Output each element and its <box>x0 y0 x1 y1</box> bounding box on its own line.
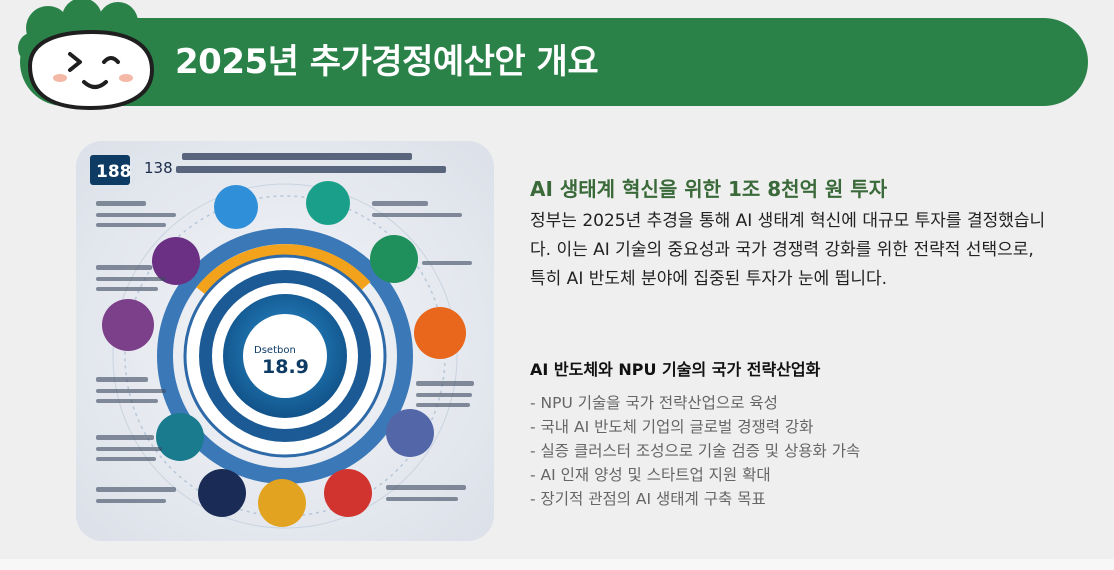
list-item: - 장기적 관점의 AI 생태계 구축 목표 <box>530 490 766 508</box>
section-body-text: 정부는 2025년 추경을 통해 AI 생태계 혁신에 대규모 투자를 결정했습… <box>530 211 1046 289</box>
svg-text:Dsetbon: Dsetbon <box>254 345 296 356</box>
svg-text:138: 138 <box>144 159 173 177</box>
list-item: - NPU 기술을 국가 전략산업으로 육성 <box>530 394 778 412</box>
footer-strip <box>0 559 1114 570</box>
ai-ecosystem-infographic: 188 138 Dsetbon 18.9 <box>76 141 494 541</box>
strategy-bullet-list: - NPU 기술을 국가 전략산업으로 육성 - 국내 AI 반도체 기업의 글… <box>530 391 860 511</box>
list-item: - AI 인재 양성 및 스타트업 지원 확대 <box>530 466 771 484</box>
subsection-title: AI 반도체와 NPU 기술의 국가 전략산업화 <box>530 360 821 379</box>
section-title: AI 생태계 혁신을 위한 1조 8천억 원 투자 <box>530 177 888 201</box>
page-title: 2025년 추가경정예산안 개요 <box>175 42 599 82</box>
list-item: - 실증 클러스터 조성으로 기술 검증 및 상용화 가속 <box>530 442 861 460</box>
infographic-illustration: 188 138 Dsetbon 18.9 <box>76 141 494 541</box>
svg-text:188: 188 <box>96 162 132 182</box>
list-item: - 국내 AI 반도체 기업의 글로벌 경쟁력 강화 <box>530 418 814 436</box>
svg-text:18.9: 18.9 <box>262 356 309 378</box>
title-banner <box>20 18 1088 106</box>
mascot-icon <box>18 0 164 111</box>
